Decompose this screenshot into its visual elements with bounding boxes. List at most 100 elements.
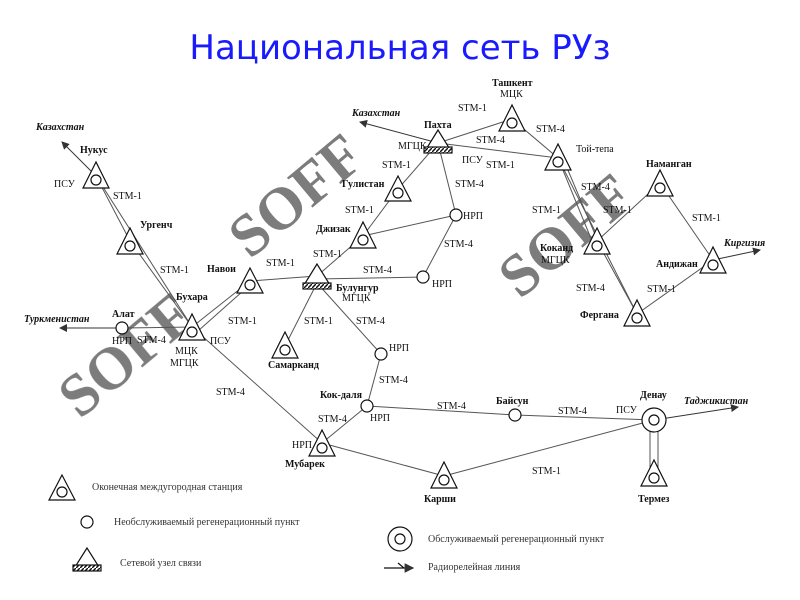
attended-denau	[641, 407, 667, 433]
annot-stm1-13: STM-1	[603, 205, 632, 216]
annot-nrp-6: НРП	[112, 336, 132, 347]
label-fergana: Фергана	[580, 310, 619, 321]
legend-radio-icon	[384, 563, 413, 568]
nrp-point-alat	[115, 321, 129, 335]
link-kokdalya-baysun	[366, 405, 516, 416]
link-bukhara-alat	[121, 326, 193, 329]
annot-stm4-1: STM-4	[536, 124, 565, 135]
annot-psu-1: ПСУ	[462, 155, 484, 166]
link-bulungur-samarkand	[284, 282, 318, 347]
annot-stm1-14: STM-1	[692, 213, 721, 224]
terminal-dzhizak	[349, 220, 377, 249]
label-samarkand: Самарканд	[268, 360, 319, 371]
terminal-mubarek	[308, 428, 336, 457]
label-tashkent: Ташкент	[492, 78, 533, 89]
terminal-navoi	[236, 266, 264, 294]
annot-stm4-9: STM-4	[437, 401, 466, 412]
annot-stm4-10: STM-4	[558, 406, 587, 417]
label-alat: Алат	[112, 309, 135, 320]
link-bulungur-navoi	[249, 275, 318, 282]
label-andizhan: Андижан	[656, 259, 698, 270]
link-tashkent-pakhta	[437, 118, 513, 144]
annot-stm1-12: STM-1	[532, 205, 561, 216]
link-baysun-denau	[514, 414, 655, 421]
terminal-samarkand	[271, 330, 299, 359]
link-bukhara-mubarek	[191, 326, 323, 444]
link-toytepa-kokand-1	[557, 157, 593, 242]
annot-nrp-1: НРП	[463, 211, 483, 222]
label-namangan: Наманган	[646, 159, 692, 170]
link-annotations: STM-1 STM-4 STM-4 ПСУ STM-1 STM-1 STM-4 …	[54, 103, 721, 477]
label-gulistan: Гулистан	[342, 179, 385, 190]
page-title: Национальная сеть РУз	[189, 28, 611, 68]
legend-text: Оконечная междугородная станция Необслуж…	[92, 482, 605, 573]
annot-stm1-9: STM-1	[113, 191, 142, 202]
link-mubarek-kokdalya	[321, 405, 368, 444]
ext-turkmenistan: Туркменистан	[24, 314, 90, 325]
label-denau: Денау	[640, 390, 667, 401]
label-pakhta-sub: МГЦК	[398, 141, 427, 152]
nrp-point-1	[449, 208, 463, 222]
nrp-point-2	[416, 270, 430, 284]
legend-network-node-label: Сетевой узел связи	[120, 558, 202, 569]
annot-stm1-4: STM-1	[345, 205, 374, 216]
ext-kyrgyzstan: Киргизия	[723, 238, 765, 249]
annot-psu-2: ПСУ	[616, 405, 638, 416]
radio-to-kyrgyzstan	[712, 247, 761, 261]
legend-terminal-icon	[48, 473, 76, 501]
annot-stm4-3: STM-4	[455, 179, 484, 190]
label-dzhizak: Джизак	[316, 224, 351, 235]
city-labels: Ташкент МЦК Пахта МГЦК Той-тепа Гулистан…	[80, 78, 698, 505]
terminal-kokand	[583, 226, 611, 255]
terminal-fergana	[623, 298, 651, 327]
link-karshi-denau	[443, 419, 655, 477]
network-node-bulungur	[302, 262, 332, 290]
link-nukus-bukhara	[95, 175, 193, 328]
annot-stm4-14: STM-4	[576, 283, 605, 294]
label-bukhara: Бухара	[176, 292, 208, 303]
ext-kazakhstan-west: Казахстан	[35, 122, 85, 133]
annot-nrp-3: НРП	[389, 343, 409, 354]
annot-nrp-4: НРП	[370, 413, 390, 424]
legend-attended-label: Обслуживаемый регенерационный пункт	[428, 534, 605, 545]
terminal-termez	[640, 458, 668, 487]
link-nrp3-kokdalya	[366, 353, 382, 407]
annot-stm1-1: STM-1	[458, 103, 487, 114]
annot-stm4-8: STM-4	[318, 414, 347, 425]
link-bulungur-nrp3	[316, 282, 382, 355]
legend-attended-icon	[387, 526, 413, 552]
annot-psu-4: ПСУ	[210, 336, 232, 347]
label-kokand: Коканд	[540, 243, 573, 254]
link-fergana-andizhan	[636, 259, 714, 315]
annot-stm1-10: STM-1	[160, 265, 189, 276]
annot-stm1-8: STM-1	[532, 466, 561, 477]
label-pakhta: Пахта	[424, 120, 452, 131]
link-pakhta-nrp1	[437, 142, 457, 216]
radio-to-kazakhstan-2	[359, 119, 439, 144]
annot-stm4-6: STM-4	[356, 316, 385, 327]
annot-nrp-5: НРП	[292, 440, 312, 451]
link-nrp2-bulungur	[316, 276, 424, 280]
annot-stm4-12: STM-4	[137, 335, 166, 346]
label-nukus: Нукус	[80, 145, 108, 156]
ext-kazakhstan-north: Казахстан	[351, 108, 401, 119]
terminal-bukhara	[178, 312, 206, 341]
label-urgench: Ургенч	[140, 220, 173, 231]
radio-to-tajikistan	[653, 404, 739, 421]
legend	[48, 473, 413, 571]
terminal-karshi	[430, 460, 458, 489]
nrp-point-3	[374, 347, 388, 361]
annot-stm1-6: STM-1	[266, 258, 295, 269]
annot-stm4-5: STM-4	[363, 265, 392, 276]
radio-to-kazakhstan-1	[61, 141, 97, 177]
annot-stm4-11: STM-4	[216, 387, 245, 398]
annot-stm4-7: STM-4	[379, 375, 408, 386]
annot-stm1-7: STM-1	[304, 316, 333, 327]
annot-nrp-2: НРП	[432, 279, 452, 290]
annot-stm4-13: STM-4	[581, 182, 610, 193]
link-urgench-bukhara	[129, 240, 193, 328]
terminal-toytepa	[544, 142, 572, 171]
terminal-tashkent	[498, 103, 526, 132]
